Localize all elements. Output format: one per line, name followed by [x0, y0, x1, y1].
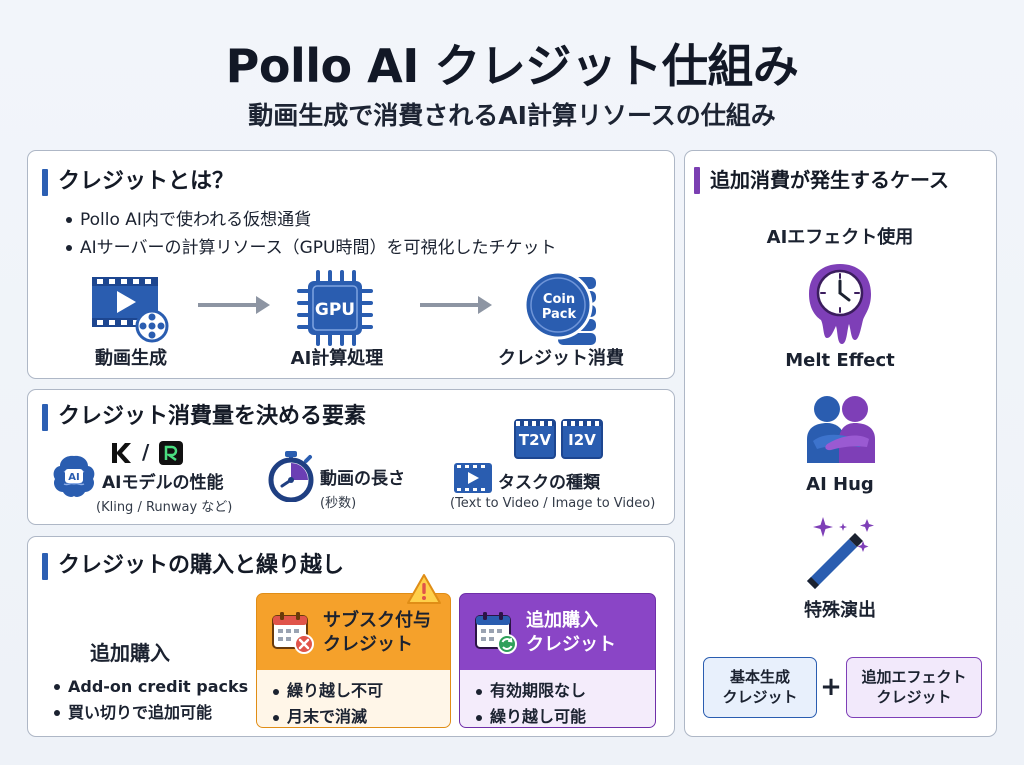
extra-card-title-1: 追加購入 [526, 610, 598, 631]
i2v-badge: I2V [561, 419, 603, 459]
bullet-item: 繰り越し不可 [271, 678, 450, 704]
extra-card-body: 有効期限なし 繰り越し可能 [460, 670, 655, 727]
gpu-chip-icon: GPU [296, 269, 374, 351]
coin-pack-label: Coin Pack [541, 292, 577, 322]
logo-separator: / [142, 440, 150, 464]
video-film-icon [90, 271, 172, 347]
melting-clock-icon [803, 260, 877, 350]
magic-wand-icon [801, 513, 881, 593]
what-is-credit-heading: クレジットとは？ [42, 168, 234, 196]
flow-label-credit: クレジット消費 [498, 348, 624, 369]
video-task-icon [453, 461, 493, 499]
bullet-item: AIサーバーの計算リソース（GPU時間）を可視化したチケット [64, 234, 557, 262]
bullet-item: 月末で消滅 [271, 704, 450, 730]
warning-icon [406, 573, 442, 609]
what-is-credit-panel: クレジットとは？ Pollo AI内で使われる仮想通貨 AIサーバーの計算リソー… [27, 150, 675, 379]
i2v-badge-text: I2V [568, 431, 596, 449]
factor-model-title: AIモデルの性能 [102, 473, 224, 493]
factor-length-title: 動画の長さ [320, 469, 405, 489]
calendar-refresh-icon [474, 610, 518, 658]
bullet-item: 繰り越し可能 [474, 704, 655, 730]
addon-title: 追加購入 [90, 641, 170, 665]
bullet-item: 有効期限なし [474, 678, 655, 704]
extra-card-title-2: クレジット [526, 634, 616, 655]
flow-label-ai: AI計算処理 [290, 348, 384, 369]
subscription-credit-card: サブスク付与 クレジット 繰り越し不可 月末で消滅 [256, 593, 451, 728]
flow-label-video: 動画生成 [95, 348, 167, 369]
effect-label-hug: AI Hug [806, 474, 874, 495]
subscription-card-title-2: クレジット [323, 634, 413, 655]
factors-heading: クレジット消費量を決める要素 [42, 403, 366, 431]
hug-icon [803, 393, 879, 469]
factor-model-sub: (Kling / Runway など) [96, 500, 233, 515]
bullet-item: Add-on credit packs [52, 674, 248, 700]
factor-task-title: タスクの種類 [498, 473, 600, 493]
stopwatch-icon [266, 450, 316, 506]
flow-arrow [198, 296, 270, 314]
effect-credit-box: 追加エフェクト クレジット [846, 657, 982, 718]
purchase-panel: クレジットの購入と繰り越し 追加購入 Add-on credit packs 買… [27, 536, 675, 737]
effect-credit-line-1: 追加エフェクト [861, 668, 967, 686]
effect-label-special: 特殊演出 [804, 600, 876, 621]
t2v-badge-text: T2V [518, 431, 552, 449]
factor-task-sub: (Text to Video / Image to Video) [450, 496, 656, 511]
flow-arrow [420, 296, 492, 314]
plus-sign: + [820, 672, 842, 702]
factor-length-sub: (秒数) [320, 496, 357, 511]
effect-credit-line-2: クレジット [876, 688, 952, 706]
calendar-x-icon [271, 610, 315, 658]
page-subtitle: 動画生成で消費されるAI計算リソースの仕組み [248, 101, 776, 130]
factors-panel: クレジット消費量を決める要素 / AI AIモデルの性能 (Kling / Ru… [27, 389, 675, 525]
what-is-credit-bullets: Pollo AI内で使われる仮想通貨 AIサーバーの計算リソース（GPU時間）を… [64, 206, 557, 262]
bullet-item: 買い切りで追加可能 [52, 700, 248, 726]
svg-text:AI: AI [68, 472, 79, 483]
addon-bullets: Add-on credit packs 買い切りで追加可能 [52, 674, 248, 726]
effects-intro: AIエフェクト使用 [766, 227, 914, 248]
coin-pack-icon [522, 267, 602, 351]
effect-label-melt: Melt Effect [785, 350, 895, 371]
base-credit-line-2: クレジット [722, 688, 798, 706]
runway-logo-icon [158, 440, 184, 470]
bullet-item: Pollo AI内で使われる仮想通貨 [64, 206, 557, 234]
gpu-chip-text: GPU [315, 300, 355, 320]
page-title: Pollo AI クレジット仕組み [225, 39, 799, 93]
t2v-badge: T2V [514, 419, 556, 459]
subscription-card-body: 繰り越し不可 月末で消滅 [257, 670, 450, 727]
extra-cases-heading: 追加消費が発生するケース [694, 166, 949, 194]
base-credit-line-1: 基本生成 [729, 668, 790, 686]
base-credit-box: 基本生成 クレジット [703, 657, 817, 718]
subscription-card-title-1: サブスク付与 [323, 610, 431, 631]
ai-brain-icon: AI [50, 452, 98, 504]
kling-logo-icon [108, 440, 134, 470]
extra-credit-card: 追加購入 クレジット 有効期限なし 繰り越し可能 [459, 593, 656, 728]
purchase-heading: クレジットの購入と繰り越し [42, 552, 344, 580]
